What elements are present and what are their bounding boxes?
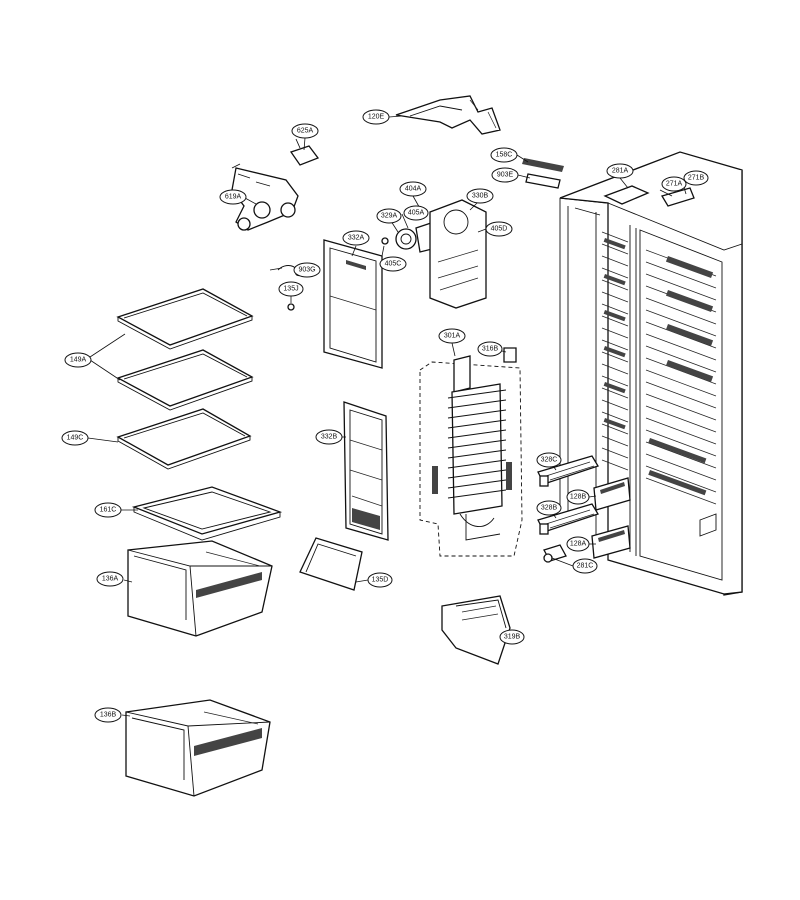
callout-136B: 136B (94, 707, 122, 723)
callout-label-128B: 128B (570, 494, 587, 501)
callout-271B: 271B (683, 170, 709, 186)
callout-label-319B: 319B (504, 634, 521, 641)
callout-label-271B: 271B (688, 175, 705, 182)
callout-label-281A: 281A (612, 168, 629, 175)
callout-135J: 135J (278, 281, 304, 297)
refrigerator-cabinet (559, 151, 743, 596)
callout-328B: 328B (536, 500, 562, 516)
callout-128B: 128B (566, 489, 590, 505)
callout-158C: 158C (490, 147, 518, 163)
callout-label-903G: 903G (298, 267, 315, 274)
callout-405D: 405D (485, 221, 513, 237)
callout-128A: 128A (566, 536, 590, 552)
callout-label-136A: 136A (102, 576, 119, 583)
callout-label-135D: 135D (372, 577, 389, 584)
callout-328C: 328C (536, 452, 562, 468)
callout-329A: 329A (376, 208, 402, 224)
crisper-drawer-lower (125, 699, 271, 797)
callout-label-329A: 329A (381, 213, 398, 220)
callout-label-158C: 158C (496, 152, 513, 159)
callout-149C: 149C (61, 430, 89, 446)
glass-shelf-1 (116, 288, 254, 350)
callout-label-135J: 135J (283, 286, 298, 293)
callout-label-405C: 405C (385, 261, 402, 268)
callout-271A: 271A (661, 176, 687, 192)
rail-assembly-upper (537, 455, 631, 511)
hinge-part (543, 544, 567, 563)
callout-label-136B: 136B (100, 712, 117, 719)
callout-281A: 281A (606, 163, 634, 179)
callout-281C: 281C (572, 558, 598, 574)
callout-label-149C: 149C (67, 435, 84, 442)
rail-assembly-lower (537, 503, 631, 559)
callout-332A: 332A (342, 230, 370, 246)
callout-label-330B: 330B (472, 193, 489, 200)
screw-part (287, 303, 295, 311)
tape-part (525, 173, 561, 189)
callout-619A: 619A (219, 189, 247, 205)
callout-label-404A: 404A (405, 186, 422, 193)
callout-135D: 135D (367, 572, 393, 588)
callout-label-161C: 161C (100, 507, 117, 514)
callout-120E: 120E (362, 109, 390, 125)
callout-301A: 301A (438, 328, 466, 344)
top-cover-duct (395, 95, 501, 135)
callout-label-316B: 316B (482, 346, 499, 353)
callout-903G: 903G (293, 262, 321, 278)
callout-label-903E: 903E (497, 172, 514, 179)
callout-405C: 405C (379, 256, 407, 272)
water-valve (231, 163, 299, 231)
callout-label-120E: 120E (368, 114, 385, 121)
callout-136A: 136A (96, 571, 124, 587)
callout-label-625A: 625A (297, 128, 314, 135)
callout-149A: 149A (64, 352, 92, 368)
evaporator-fan-cover (429, 199, 487, 309)
crisper-drawer-upper (127, 540, 273, 637)
callout-405A: 405A (403, 205, 429, 221)
drain-tray (299, 537, 363, 591)
callout-label-332B: 332B (321, 434, 338, 441)
heater-strip-part (522, 158, 564, 172)
callout-label-405A: 405A (408, 210, 425, 217)
callout-404A: 404A (399, 181, 427, 197)
callout-label-271A: 271A (666, 181, 683, 188)
rear-panel-lower (343, 401, 389, 541)
callout-label-281C: 281C (577, 563, 594, 570)
glass-shelf-2 (116, 349, 254, 411)
ice-maker-bin (441, 595, 511, 665)
callout-316B: 316B (477, 341, 503, 357)
callout-903E: 903E (491, 167, 519, 183)
callout-625A: 625A (291, 123, 319, 139)
glass-shelf-3 (116, 408, 252, 470)
rear-panel-upper (323, 239, 383, 369)
callout-332B: 332B (315, 429, 343, 445)
callout-label-328C: 328C (541, 457, 558, 464)
crisper-cover-frame (131, 486, 283, 541)
callout-label-301A: 301A (444, 333, 461, 340)
callout-161C: 161C (94, 502, 122, 518)
callout-label-332A: 332A (348, 235, 365, 242)
callout-label-619A: 619A (225, 194, 242, 201)
callout-label-328B: 328B (541, 505, 558, 512)
evaporator-assembly (419, 347, 523, 557)
sensor-part (289, 138, 320, 166)
callout-label-128A: 128A (570, 541, 587, 548)
callout-label-149A: 149A (70, 357, 87, 364)
callout-label-405D: 405D (491, 226, 508, 233)
callout-330B: 330B (466, 188, 494, 204)
callout-319B: 319B (499, 629, 525, 645)
